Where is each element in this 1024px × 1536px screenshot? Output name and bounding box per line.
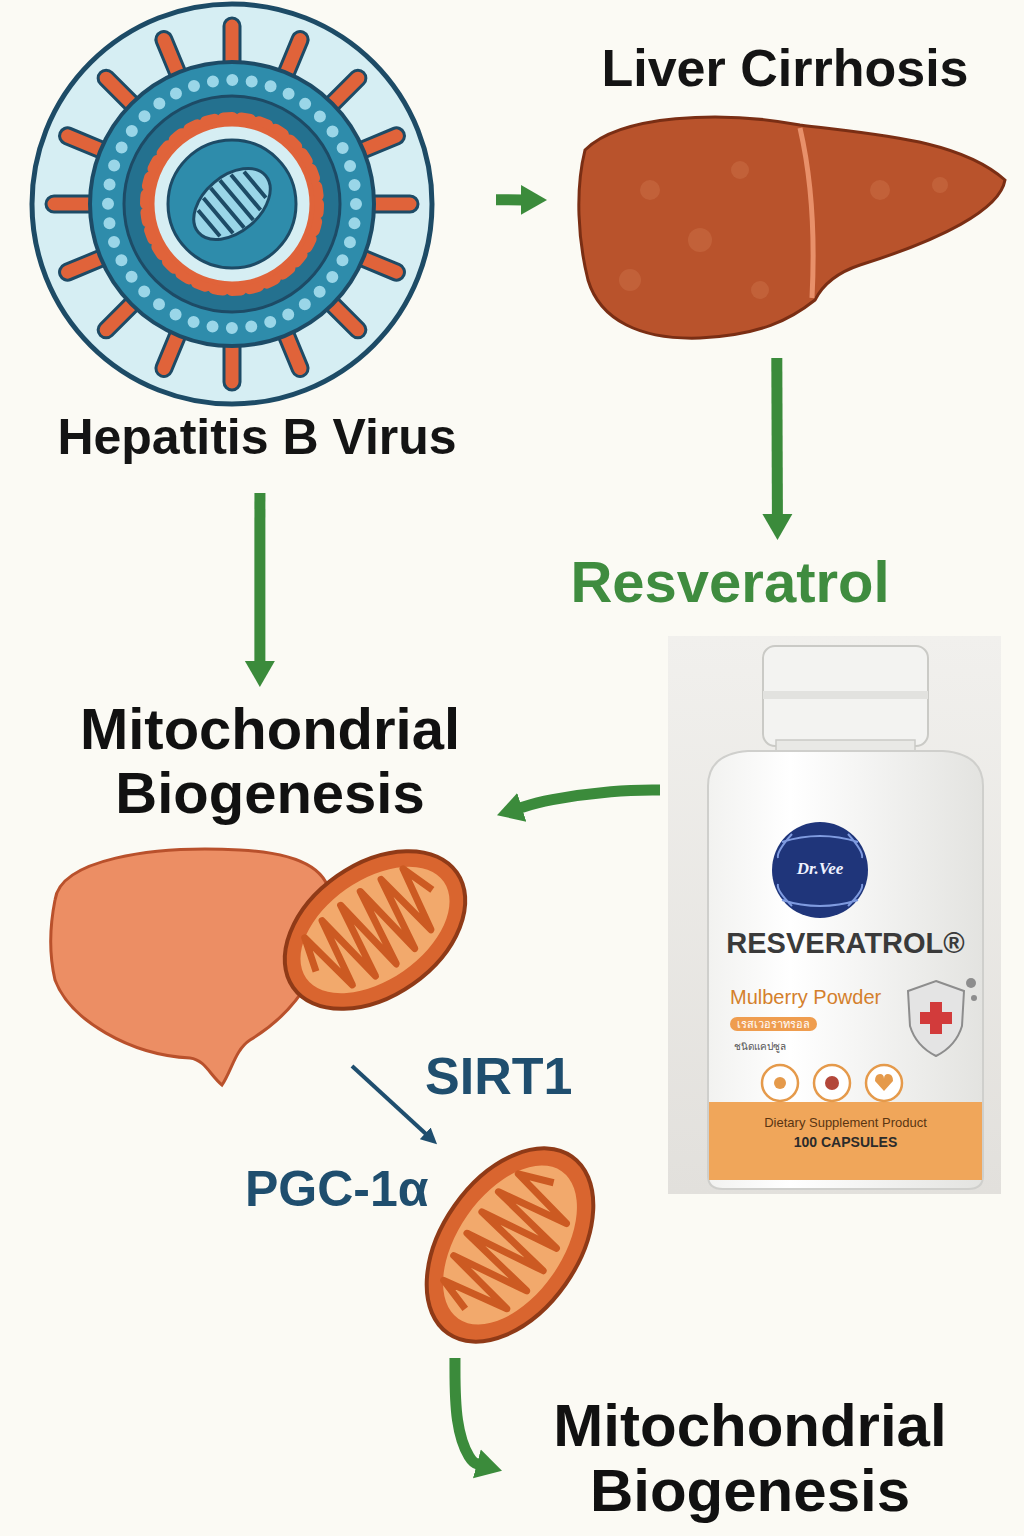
virus-inner [124, 96, 340, 312]
virus-dot [966, 978, 976, 988]
flow-arrow [455, 1358, 479, 1464]
capsid [152, 124, 312, 284]
cap-band [763, 691, 928, 699]
node-text: PGC-1α [245, 1162, 429, 1217]
node-text: Dietary Supplement Product [708, 1116, 983, 1130]
shield-cross [920, 1012, 952, 1024]
virus-frame [32, 4, 432, 404]
dna-oval [180, 154, 283, 253]
liver-ligament [800, 128, 813, 298]
bottle-node: Dr.VeeRESVERATROL® Mulberry Powder เรสเวอร… [668, 636, 1001, 1194]
pathway-label: SIRT1 [425, 1048, 572, 1105]
node-text: Dr.Vee [785, 860, 855, 879]
bottle-cap [763, 646, 928, 746]
node-text: Mulberry Powder [730, 986, 881, 1008]
process-node: Mitochondrial Biogenesis [55, 695, 489, 829]
node-text: Hepatitis B Virus [30, 410, 484, 465]
flow-arrow [520, 790, 660, 808]
virus-dot [971, 995, 977, 1001]
mito-outer [392, 1118, 627, 1373]
mito-cristae [431, 1159, 588, 1333]
liver-texture [731, 161, 749, 179]
globe-lines [778, 834, 862, 906]
node-text: ชนิดแคปซูล [734, 1041, 786, 1052]
mito-inner [416, 1141, 604, 1348]
dna-stripes [192, 165, 271, 243]
process-node: Mitochondrial Biogenesis [510, 1392, 994, 1528]
liver-node: Liver Cirrhosis [555, 40, 1019, 350]
node-text: เรสเวอราทรอล [730, 1017, 817, 1031]
mitochondrion [392, 1118, 627, 1373]
globe-logo [772, 822, 868, 918]
viral-dna [180, 154, 283, 253]
liver-texture [932, 177, 948, 193]
benefit-icon [875, 1074, 893, 1091]
node-text: Liver Cirrhosis [555, 40, 1015, 97]
virus-body [46, 18, 418, 390]
benefit-icon [762, 1065, 798, 1101]
benefit-icon [825, 1076, 839, 1090]
node-text: Mitochondrial Biogenesis [55, 697, 485, 825]
hbv-virus [32, 4, 432, 404]
liver-shape [579, 117, 1005, 338]
flow-arrow [254, 493, 265, 663]
mito-outer [255, 819, 495, 1042]
node-text: Resveratrol [550, 550, 910, 614]
mito-cristae [293, 857, 455, 1004]
shield-icon [908, 981, 964, 1056]
photo-backdrop [668, 636, 1001, 1194]
mito-inner [278, 841, 473, 1019]
benefit-icon [774, 1077, 786, 1089]
liver-texture [751, 281, 769, 299]
benefit-icon [866, 1065, 902, 1101]
mitochondrion-node: PGC-1α [240, 1140, 610, 1350]
benefit-icon [814, 1065, 850, 1101]
cirrhotic-liver [579, 117, 1005, 338]
flow-arrow [496, 194, 523, 205]
node-text: 100 CAPSULES [708, 1135, 983, 1150]
liver-with-mitochondrion [50, 819, 494, 1085]
flow-arrow [771, 358, 783, 516]
liver-texture [640, 180, 660, 200]
bottle-body [708, 751, 983, 1189]
envelope-dots [108, 80, 356, 328]
compound-node: Resveratrol [550, 548, 914, 618]
mitochondrion [255, 819, 495, 1042]
virus-envelope [90, 62, 374, 346]
label-band [709, 1102, 982, 1180]
liver-texture [619, 269, 641, 291]
virus-node: Hepatitis B Virus [30, 0, 488, 485]
sirt1-arrow [352, 1066, 426, 1134]
node-text: RESVERATROL® [708, 928, 983, 960]
capsid-bumps [146, 118, 318, 290]
bottle-photo [668, 636, 1001, 1194]
node-text: Mitochondrial Biogenesis [510, 1394, 990, 1524]
liver-texture [688, 228, 712, 252]
liver-texture [870, 180, 890, 200]
core [168, 140, 296, 268]
